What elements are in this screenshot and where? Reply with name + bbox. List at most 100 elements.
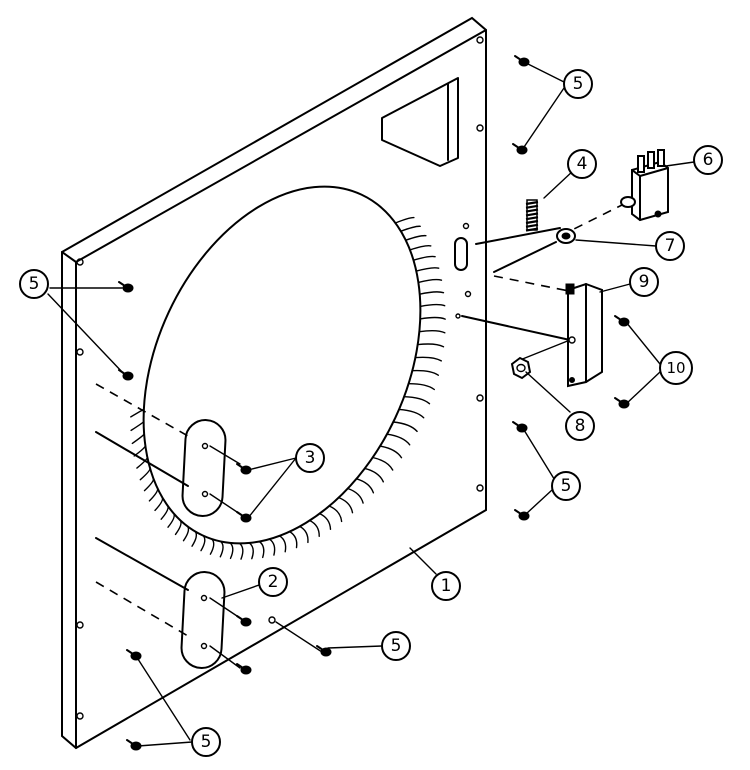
callout-7: 7: [655, 231, 685, 261]
screw-head: [618, 317, 630, 327]
fan-vane: [209, 538, 215, 555]
callouts: 1 2 3 4 5 5 5 5: [19, 69, 723, 757]
panel-hole: [268, 616, 276, 624]
callout-circle: [551, 471, 581, 501]
part-7-washer: [556, 228, 576, 244]
spring-coil: [525, 212, 539, 217]
leader-line: [625, 321, 661, 365]
screw-head: [122, 371, 134, 381]
callout-label: 7: [665, 236, 676, 256]
callout-circle: [563, 69, 593, 99]
leader-line: [575, 239, 657, 247]
assembly-line: [493, 241, 557, 273]
fan-vane: [130, 421, 145, 432]
callout-6: 6: [693, 145, 723, 175]
leader-lines: [47, 61, 695, 747]
callout-circle: [567, 149, 597, 179]
fan-vane: [130, 408, 145, 418]
callout-circle: [191, 727, 221, 757]
callout-circle: [565, 411, 595, 441]
assembly-line: [475, 227, 561, 245]
panel-hole: [476, 36, 484, 44]
fan-vanes: [130, 216, 446, 560]
assembly-line: [209, 493, 241, 515]
bracket-hole: [200, 594, 208, 602]
assembly-line: [519, 339, 571, 361]
switch-terminal: [647, 151, 655, 169]
callout-circle: [431, 571, 461, 601]
fan-vane: [268, 538, 276, 556]
callout-label: 10: [666, 359, 685, 377]
fan-vane: [288, 530, 298, 549]
callout-5-left: 5: [19, 269, 49, 299]
part-8-nut: [510, 356, 532, 380]
panel-hole: [462, 222, 470, 230]
part-2-bracket: [180, 571, 226, 669]
fan-vane: [419, 291, 445, 295]
leader-line: [543, 169, 575, 199]
leader-line: [135, 655, 191, 741]
fan-vane: [415, 267, 440, 272]
spring-coil: [525, 208, 539, 213]
callout-circle: [381, 631, 411, 661]
leader-line: [247, 457, 297, 519]
assembly-line: [559, 199, 633, 237]
panel-hole: [76, 258, 84, 266]
screws: [118, 55, 630, 751]
panel-hole: [76, 348, 84, 356]
assembly-line: [95, 537, 189, 591]
switch-terminal: [637, 155, 645, 173]
callout-5-bottom-middle: 5: [381, 631, 411, 661]
leader-line: [47, 293, 125, 375]
assembly-line: [209, 597, 241, 619]
leader-line: [525, 371, 571, 413]
upper-oval-bracket: [181, 419, 227, 517]
callout-label: 5: [573, 74, 584, 94]
fan-vane: [372, 456, 394, 471]
fan-vane: [148, 487, 159, 502]
nut-hole: [516, 363, 526, 373]
fan-vane: [405, 234, 427, 241]
callout-3: 3: [295, 443, 325, 473]
callout-label: 4: [577, 154, 588, 174]
assembly-line: [95, 431, 189, 487]
fan-vane: [386, 433, 411, 446]
fan-vane: [191, 530, 198, 547]
assembly-lines: [95, 199, 633, 669]
callout-circle: [629, 267, 659, 297]
callout-label: 5: [391, 636, 402, 656]
fan-vane: [419, 316, 446, 320]
fan-vane: [229, 542, 234, 560]
screw-head: [240, 513, 252, 523]
panel: [61, 16, 487, 750]
nut-body: [510, 356, 532, 380]
fan-vane: [418, 329, 446, 334]
bracket-hole: [200, 642, 208, 650]
fan-vane: [200, 535, 206, 552]
panel-hole: [76, 712, 84, 720]
panel-outline: [61, 16, 487, 750]
screw-head: [618, 399, 630, 409]
part-9-bracket: [565, 282, 603, 388]
callout-2: 2: [258, 567, 288, 597]
fan-vane: [258, 540, 265, 559]
part-3-bracket: [181, 419, 227, 517]
callout-label: 8: [575, 416, 586, 436]
leader-line: [521, 87, 565, 151]
leader-line: [523, 429, 557, 483]
spring-coil: [525, 216, 539, 221]
fan-vane: [407, 382, 435, 391]
spring-coil: [525, 227, 539, 232]
screw: [614, 315, 630, 327]
assembly-line: [209, 445, 241, 465]
fan-vane: [337, 496, 354, 514]
panel-hole: [476, 394, 484, 402]
screw: [236, 463, 252, 475]
switch-mount: [654, 210, 662, 218]
callout-label: 1: [441, 576, 452, 596]
panel-hole: [455, 313, 461, 319]
assembly-line: [95, 581, 189, 637]
screw: [236, 663, 252, 675]
leader-line: [409, 547, 437, 575]
